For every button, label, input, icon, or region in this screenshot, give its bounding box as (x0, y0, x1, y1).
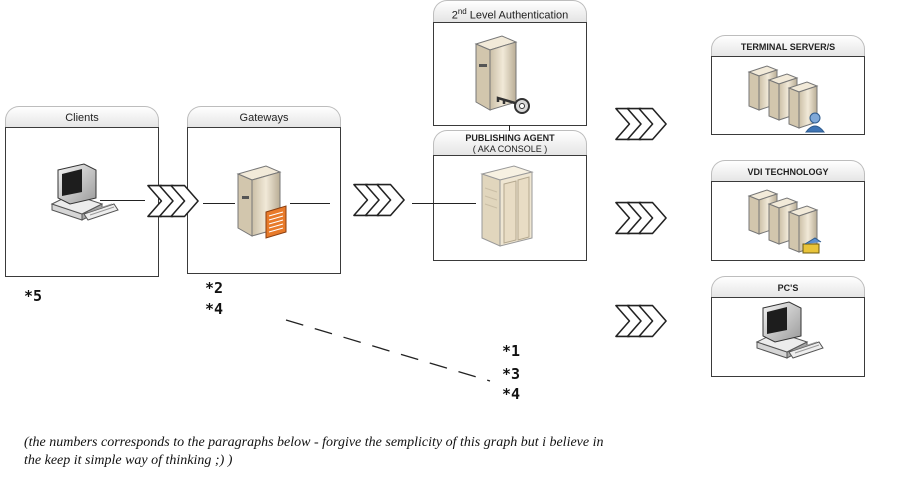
gateways-right-line (290, 203, 330, 204)
terminal-tab: TERMINAL SERVER/S (711, 35, 865, 57)
terminal-box (711, 56, 865, 135)
auth-tab: 2nd Level Authentication (433, 0, 587, 22)
clients-tab: Clients (5, 106, 159, 128)
chevron-arrow-icon (614, 200, 668, 236)
auth-label-sup: nd (457, 7, 467, 16)
server-cluster-user-icon (747, 65, 826, 133)
gateways-tab: Gateways (187, 106, 341, 128)
auth-label-prefix: 2 (451, 9, 458, 22)
gateways-left-line (203, 203, 235, 204)
note-3: *3 (502, 365, 521, 383)
dashed-pointer-line (285, 319, 491, 382)
server-cabinet-icon (480, 165, 534, 247)
publishing-connector-dot (509, 125, 510, 131)
publishing-left-line (412, 203, 476, 204)
caption-line-2: the keep it simple way of thinking ;) ) (24, 453, 233, 468)
caption: (the numbers corresponds to the paragrap… (24, 434, 784, 470)
server-cluster-icon (747, 189, 822, 254)
note-4-publishing: *4 (502, 385, 521, 403)
pcs-tab: PC'S (711, 276, 865, 298)
vdi-box (711, 181, 865, 261)
note-2: *2 (205, 279, 224, 297)
auth-label-rest: Level Authentication (466, 9, 569, 22)
vdi-tab: VDI TECHNOLOGY (711, 160, 865, 182)
server-with-key-icon (474, 35, 530, 114)
desktop-computer-icon (50, 163, 119, 221)
publishing-tab: PUBLISHING AGENT ( AKA CONSOLE ) (433, 130, 587, 156)
chevron-arrow-icon (146, 183, 200, 219)
publishing-label-line2: ( AKA CONSOLE ) (472, 144, 548, 154)
clients-connector-line (100, 200, 145, 201)
chevron-arrow-icon (614, 303, 668, 339)
gateway-server-icon (236, 165, 287, 239)
note-5: *5 (24, 287, 43, 305)
note-1: *1 (502, 342, 521, 360)
desktop-computer-icon (755, 301, 824, 359)
chevron-arrow-icon (352, 182, 406, 218)
publishing-label-line1: PUBLISHING AGENT (465, 133, 555, 143)
chevron-arrow-icon (614, 106, 668, 142)
note-4-gateways: *4 (205, 300, 224, 318)
caption-line-1: (the numbers corresponds to the paragrap… (24, 435, 604, 450)
